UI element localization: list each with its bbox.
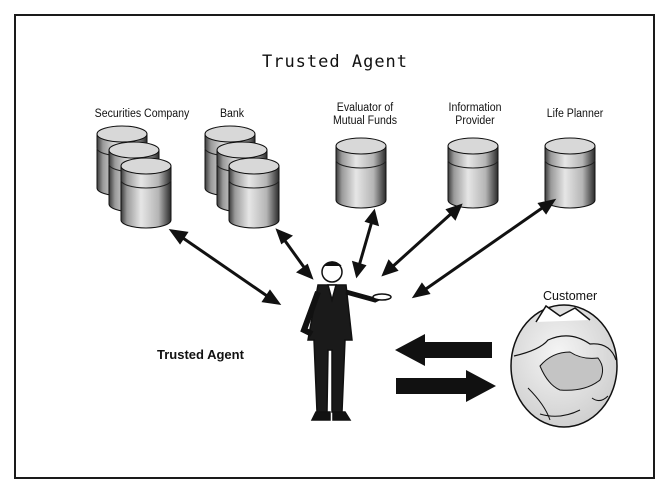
arrow-bank	[275, 228, 314, 280]
arrow-to-customer-icon	[396, 370, 496, 402]
life-planner-database-icon	[544, 137, 596, 209]
arrow-evaluator	[351, 208, 380, 279]
arrow-securities	[168, 229, 282, 305]
evaluator-database-icon	[335, 137, 387, 209]
customer-label: Customer	[543, 289, 598, 303]
diagram-title: Trusted Agent	[261, 52, 409, 72]
label-information-line2: Provider	[455, 115, 495, 127]
information-provider-database-icon	[447, 137, 499, 209]
connection-arrows	[168, 198, 557, 305]
securities-company-database-icon	[97, 126, 171, 228]
bank-database-icon	[205, 126, 279, 228]
arrow-information	[381, 203, 463, 277]
trusted-agent-figure-icon	[300, 261, 392, 421]
label-information-line1: Information	[448, 102, 502, 114]
label-bank: Bank	[219, 108, 245, 120]
arrow-life-planner	[411, 198, 557, 299]
customer-globe-icon	[510, 304, 618, 428]
arrow-to-agent-icon	[395, 334, 492, 366]
label-securities-company: Securities Company	[94, 108, 190, 120]
trusted-agent-label: Trusted Agent	[157, 347, 244, 362]
label-life-planner: Life Planner	[546, 108, 604, 120]
label-evaluator-line1: Evaluator of	[336, 102, 394, 114]
label-evaluator-line2: Mutual Funds	[332, 115, 398, 127]
